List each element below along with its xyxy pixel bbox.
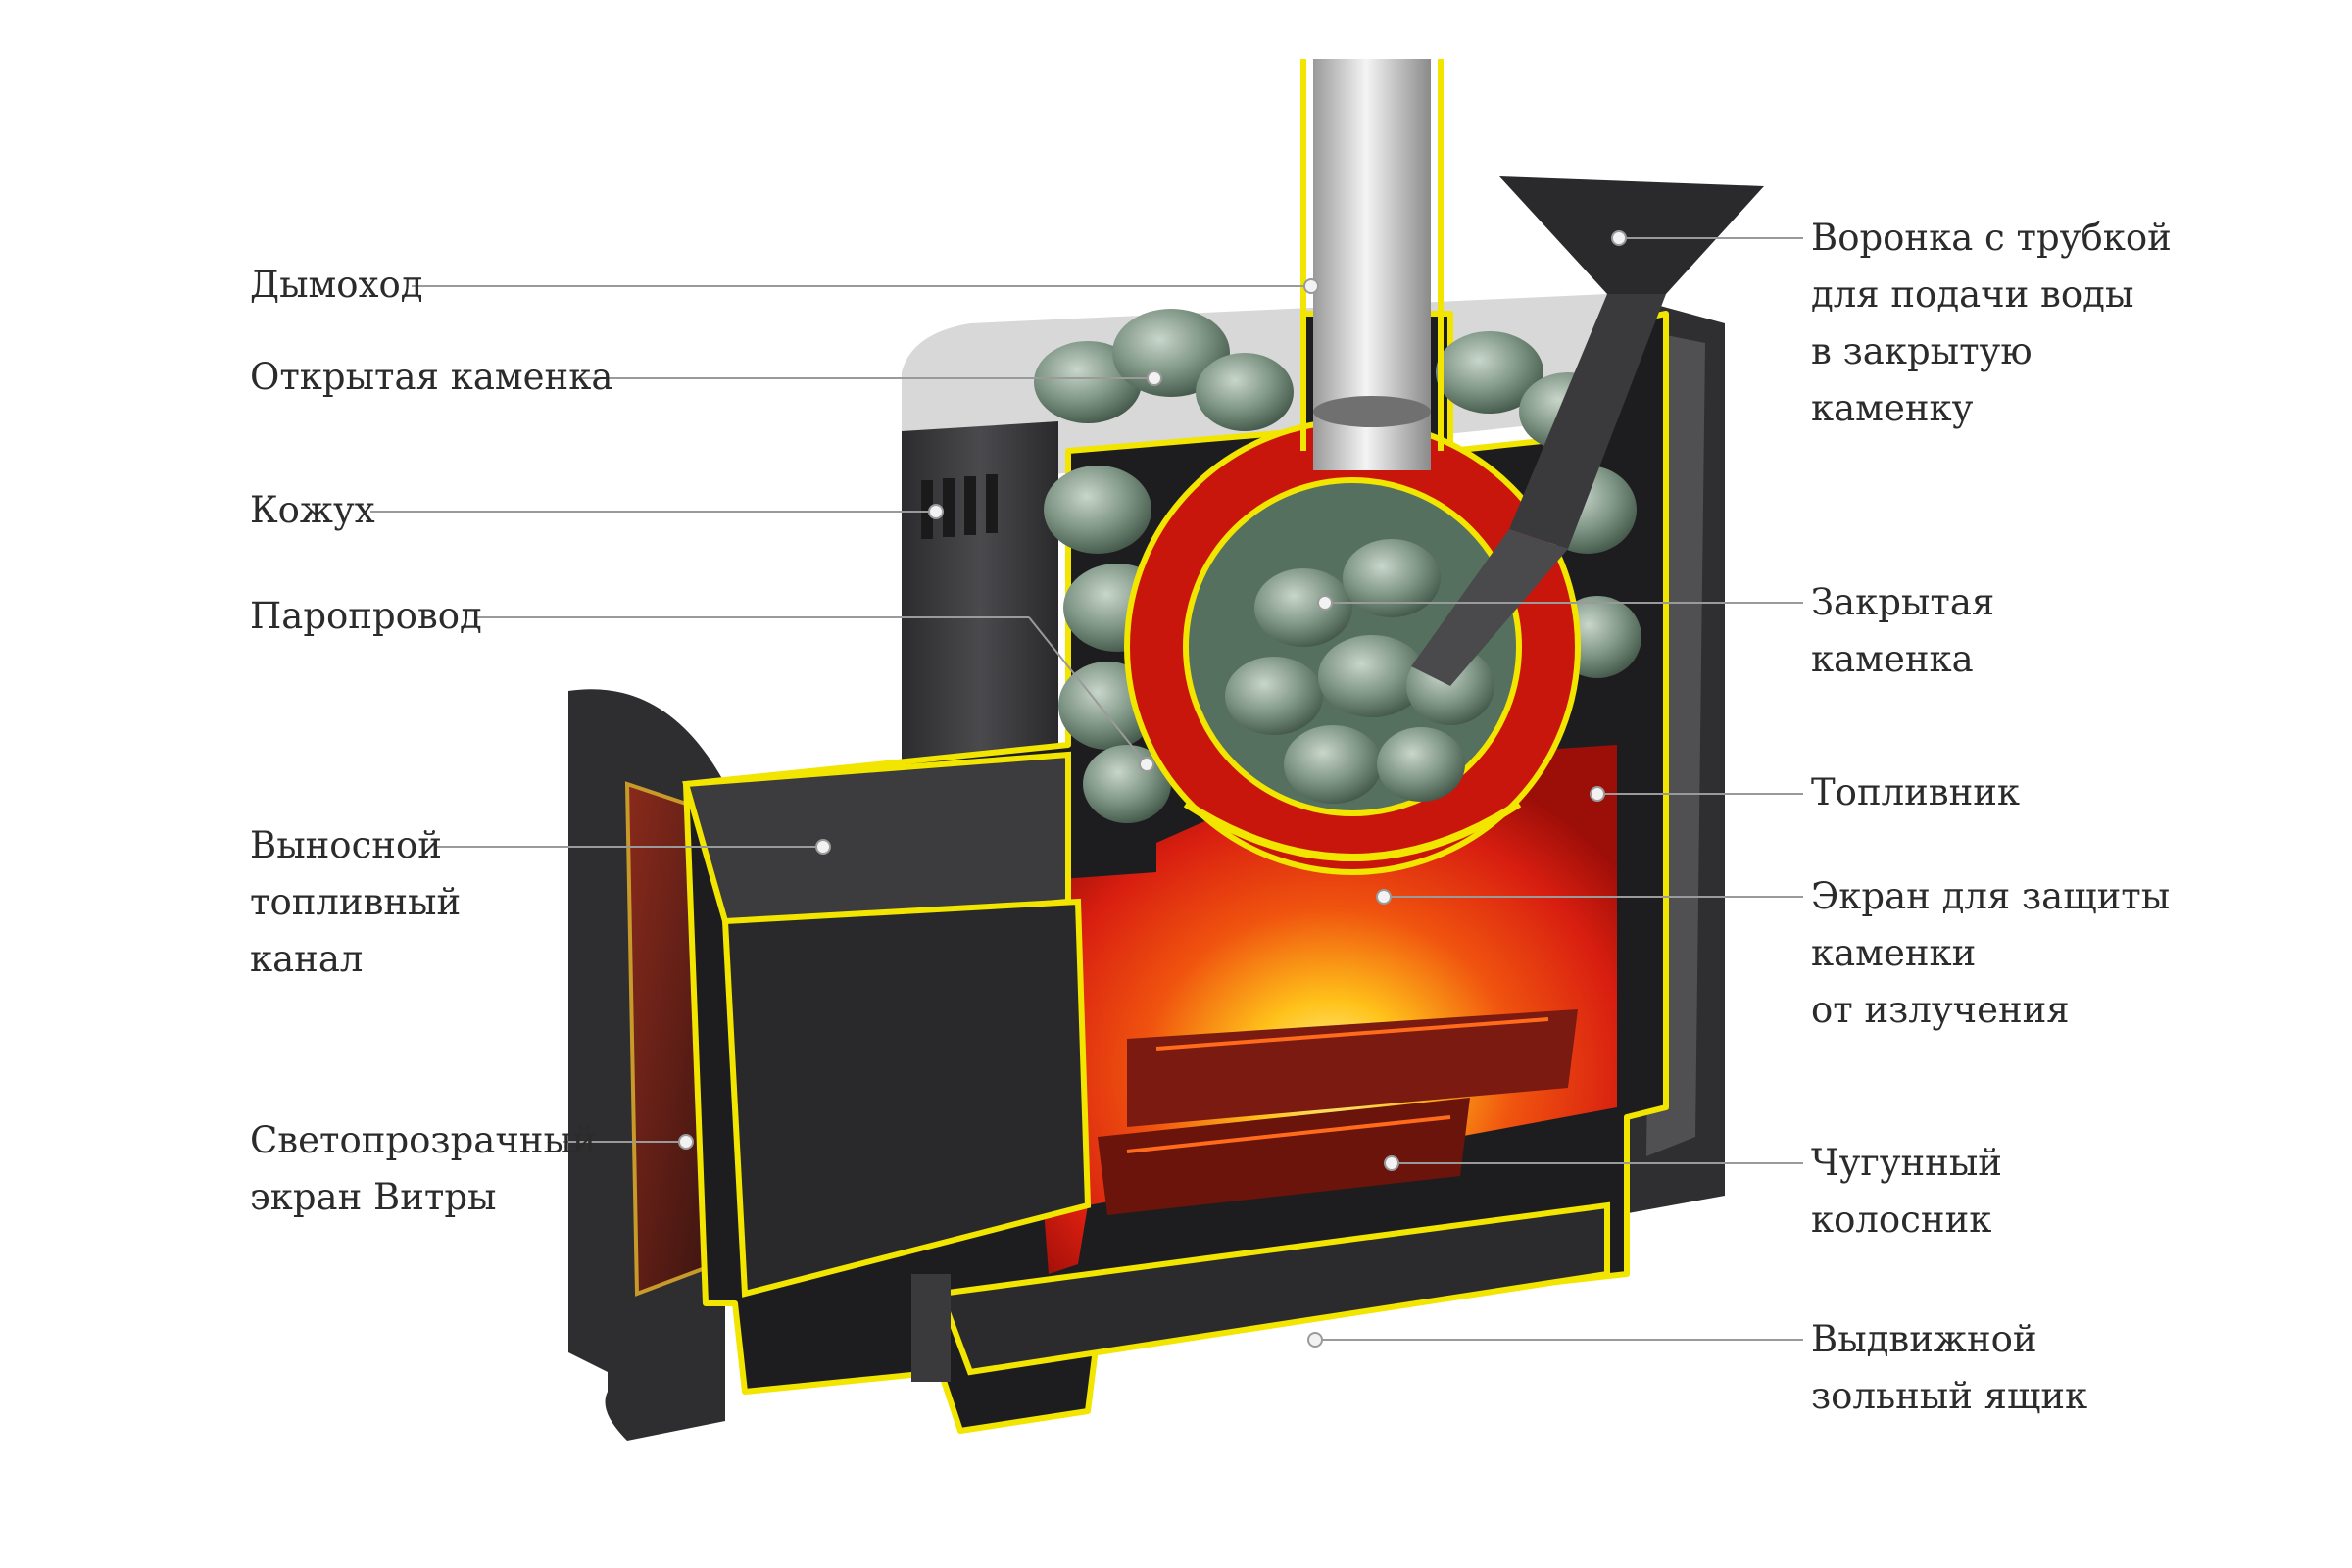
label-open-heater: Открытая каменка xyxy=(250,356,613,398)
water-funnel xyxy=(1411,176,1764,686)
remote-fuel-channel xyxy=(682,751,1092,1298)
label-cast-iron-grate: Чугунный колосник xyxy=(1811,1142,2002,1241)
closed-heater xyxy=(1124,418,1581,875)
label-remote-fuel-channel: Выносной топливный канал xyxy=(250,824,462,980)
chimney-pipe xyxy=(1300,59,1444,470)
callout-lines xyxy=(370,237,1803,1341)
label-water-funnel: Воронка с трубкой для подачи воды в закр… xyxy=(1811,217,2172,429)
label-firebox: Топливник xyxy=(1811,771,2021,813)
ash-drawer xyxy=(911,1201,1610,1382)
label-closed-heater: Закрытая каменка xyxy=(1811,581,1995,680)
label-casing: Кожух xyxy=(250,489,375,531)
label-chimney: Дымоход xyxy=(250,264,423,306)
label-glass-screen: Светопрозрачный экран Витры xyxy=(250,1119,597,1218)
burning-logs xyxy=(1098,1009,1578,1215)
label-steam-pipe: Паропровод xyxy=(250,595,482,637)
callout-dots xyxy=(678,230,1627,1348)
label-radiation-screen: Экран для защиты каменки от излучения xyxy=(1811,875,2171,1031)
label-ash-drawer: Выдвижной зольный ящик xyxy=(1811,1318,2088,1417)
